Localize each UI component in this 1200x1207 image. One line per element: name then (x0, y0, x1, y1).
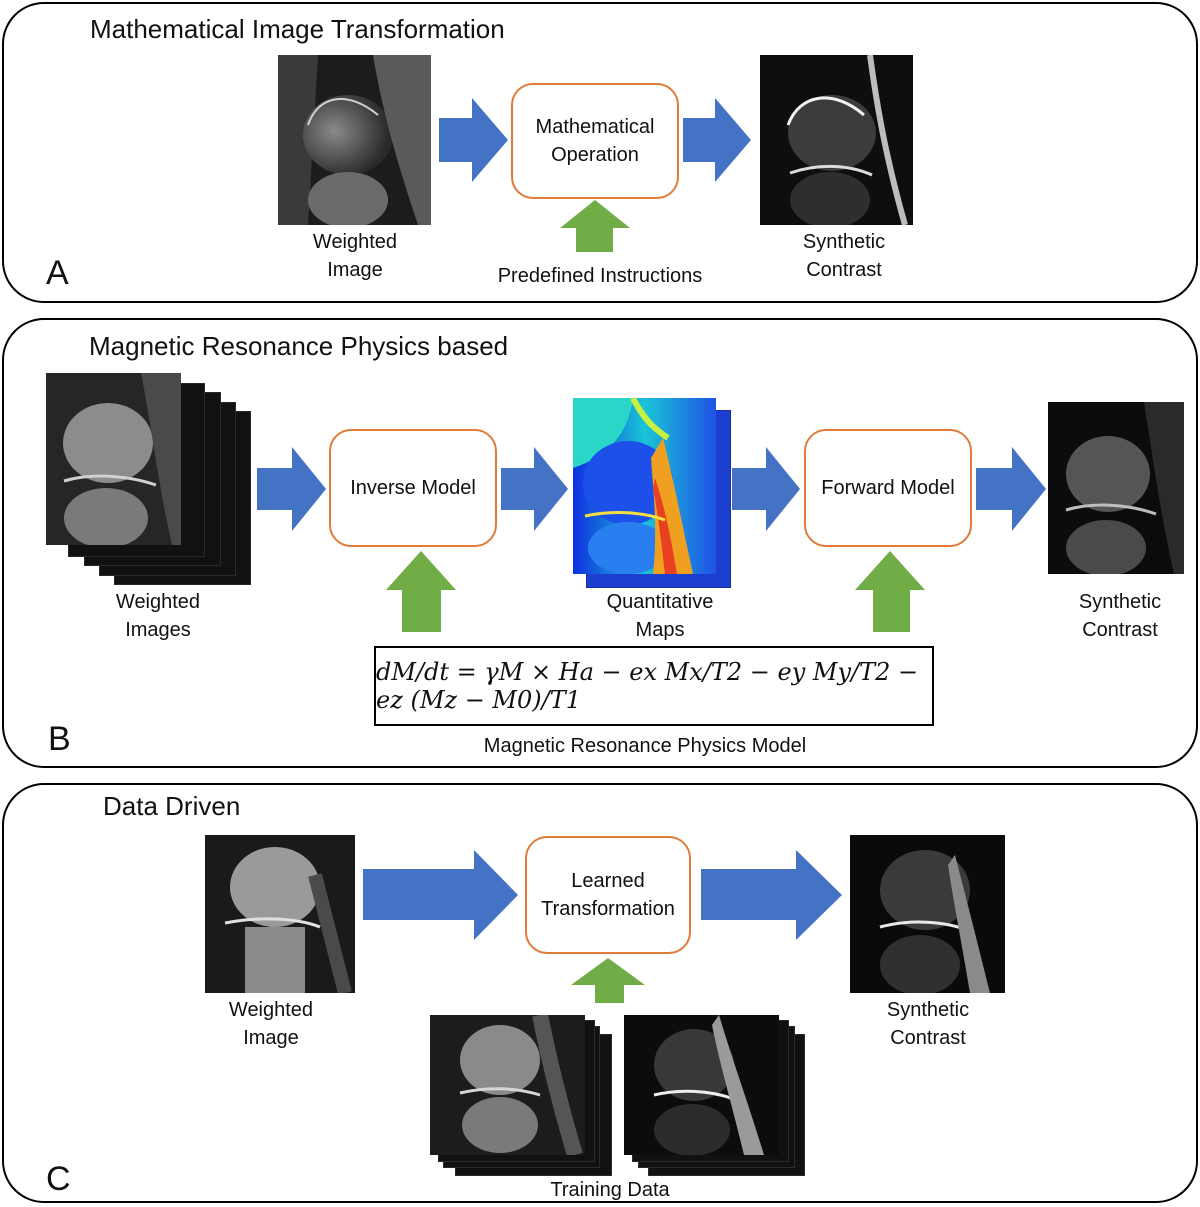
model-arrow-forward (855, 551, 925, 632)
flow-arrow-a1 (439, 98, 508, 182)
predefined-instructions-label: Predefined Instructions (497, 265, 703, 287)
panel-c-letter: C (46, 1160, 71, 1198)
bloch-equation-box: dM/dt = γM × Ha − ex Mx/T2 − ey My/T2 − … (374, 646, 934, 726)
knee-mri-graphic (430, 1015, 585, 1155)
learned-transformation-box: Learned Transformation (525, 836, 691, 954)
panel-b-letter: B (48, 720, 71, 758)
panel-c-title: Data Driven (103, 791, 241, 821)
knee-mri-graphic (46, 373, 181, 545)
panel-a-letter: A (46, 254, 69, 292)
weighted-image-a (278, 55, 431, 225)
weighted-image-label-c: Weighted Image (228, 999, 314, 1049)
forward-model-box: Forward Model (804, 429, 972, 547)
weighted-image-label-a: Weighted Image (312, 231, 398, 281)
synthetic-contrast-label-c: Synthetic Contrast (886, 999, 970, 1049)
knee-mri-graphic (278, 55, 431, 225)
knee-mri-graphic (760, 55, 913, 225)
flow-arrow-a2 (683, 98, 751, 182)
training-image-t2 (624, 1015, 779, 1155)
quantitative-map-graphic (573, 398, 716, 574)
knee-mri-graphic (850, 835, 1005, 993)
knee-mri-graphic (624, 1015, 779, 1155)
training-image-t1 (430, 1015, 585, 1155)
mathematical-operation-box: Mathematical Operation (511, 83, 679, 199)
panel-b-title: Magnetic Resonance Physics based (89, 331, 509, 361)
weighted-images-label-b: Weighted Images (115, 591, 201, 641)
synthetic-contrast-label-b: Synthetic Contrast (1078, 591, 1162, 641)
model-arrow-inverse (386, 551, 456, 632)
flow-arrow-b1 (257, 447, 326, 531)
training-arrow-c (571, 958, 645, 1003)
knee-mri-graphic (1048, 402, 1184, 574)
flow-arrow-b3 (732, 447, 800, 531)
training-data-label: Training Data (550, 1179, 670, 1201)
inverse-model-box: Inverse Model (329, 429, 497, 547)
weighted-image-c (205, 835, 355, 993)
knee-mri-graphic (205, 835, 355, 993)
instruction-arrow-a (560, 200, 630, 252)
synthetic-contrast-c (850, 835, 1005, 993)
flow-arrow-b2 (501, 447, 568, 531)
physics-model-label: Magnetic Resonance Physics Model (483, 735, 807, 757)
weighted-images-b (46, 373, 181, 545)
quantitative-maps (573, 398, 716, 574)
synthetic-contrast-label-a: Synthetic Contrast (802, 231, 886, 281)
panel-a-title: Mathematical Image Transformation (90, 14, 505, 44)
flow-arrow-c2 (701, 850, 842, 940)
flow-arrow-b4 (976, 447, 1046, 531)
quantitative-maps-label: Quantitative Maps (606, 591, 714, 641)
synthetic-contrast-a (760, 55, 913, 225)
flow-arrow-c1 (363, 850, 518, 940)
bloch-equation: dM/dt = γM × Ha − ex Mx/T2 − ey My/T2 − … (376, 658, 919, 714)
synthetic-contrast-b (1048, 402, 1184, 574)
